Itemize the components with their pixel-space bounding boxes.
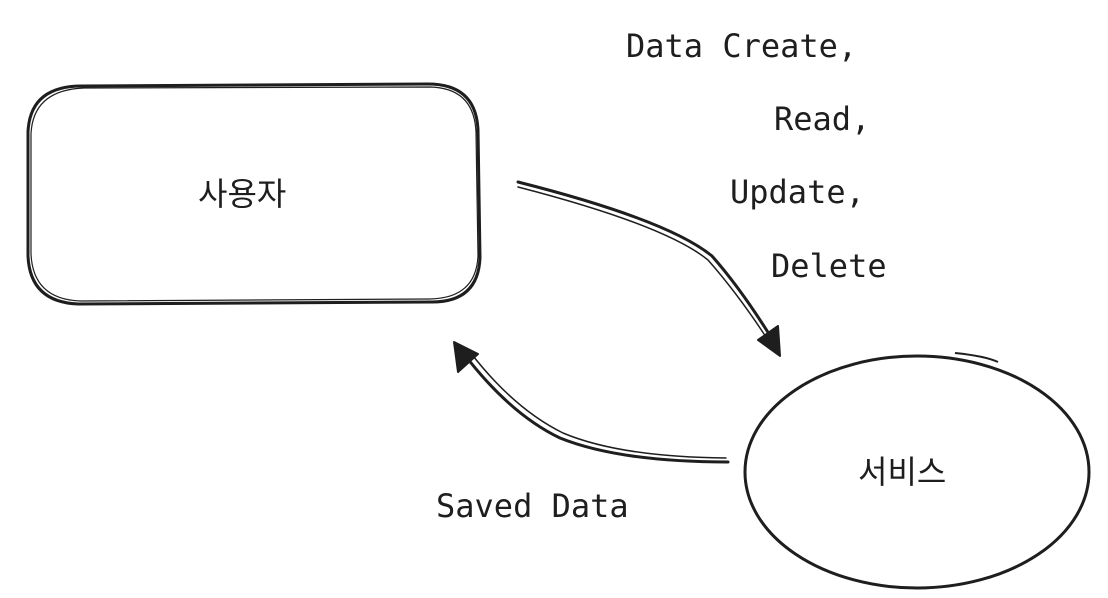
response-arrowhead	[453, 341, 479, 373]
request-arrowhead	[757, 325, 781, 357]
request-label-line-create: Data Create,	[626, 27, 858, 65]
response-arrow-shaft	[462, 352, 730, 464]
service-node[interactable]	[743, 352, 1091, 590]
request-arrow	[516, 180, 781, 357]
response-label: Saved Data	[436, 487, 629, 525]
request-arrow-shaft-sketch	[517, 186, 769, 341]
response-arrow	[453, 341, 730, 464]
service-node-ellipse-sketch	[954, 352, 999, 363]
request-arrow-shaft	[516, 180, 776, 344]
service-node-label: 서비스	[858, 453, 947, 491]
user-node[interactable]	[26, 82, 482, 306]
request-label-line-update: Update,	[730, 173, 865, 211]
request-label-line-delete: Delete	[771, 247, 887, 285]
user-node-box	[26, 82, 482, 306]
user-node-label: 사용자	[198, 175, 287, 213]
response-arrow-shaft-sketch	[469, 351, 727, 459]
user-node-box-sketch	[30, 86, 479, 302]
request-label-line-read: Read,	[774, 100, 871, 138]
service-node-ellipse	[743, 354, 1091, 590]
